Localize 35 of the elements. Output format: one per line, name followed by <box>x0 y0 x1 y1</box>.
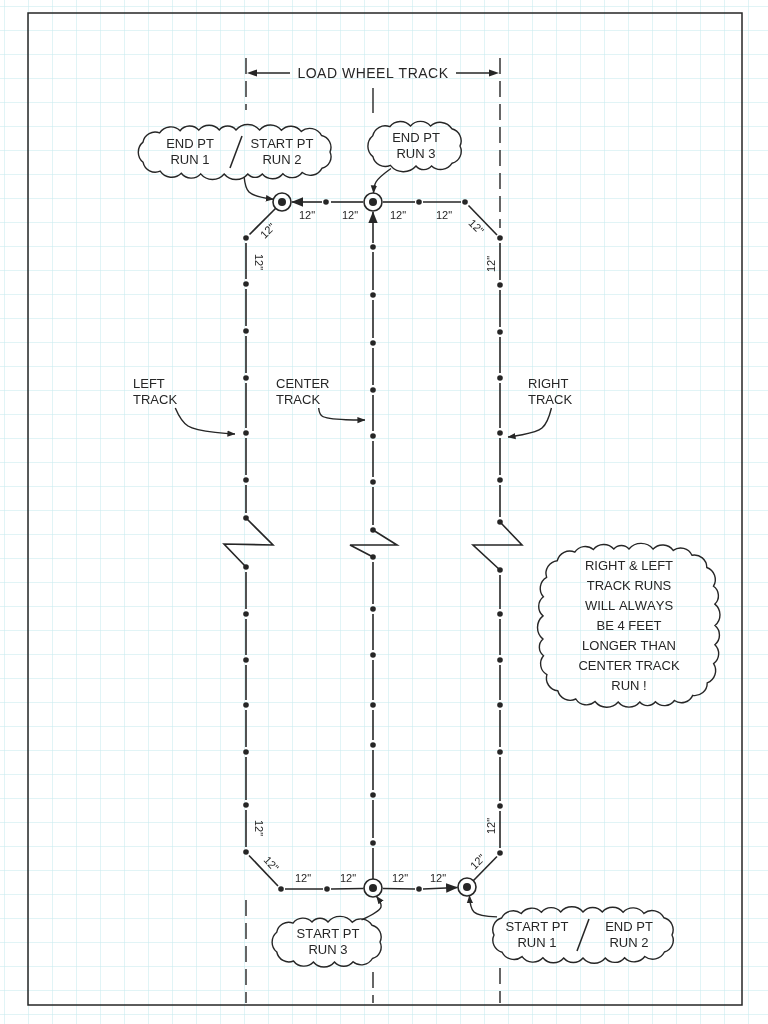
leader-arrow <box>174 407 236 437</box>
callout-text: RIGHT & LEFT TRACK RUNS WILL ALWAYS BE 4 FEET LONGER THAN CENTER TRACK RUN ! <box>577 556 681 695</box>
leader-arrow <box>507 407 553 440</box>
length-label: 12" <box>485 255 497 273</box>
leader-arrow <box>360 895 384 921</box>
length-label: 12" <box>258 221 278 241</box>
track-label: RIGHT TRACK <box>528 376 590 408</box>
callout-text: END PT RUN 3 <box>391 130 441 162</box>
length-label: 12" <box>341 209 359 221</box>
callout-text: END PT RUN 2 <box>604 919 654 951</box>
length-label: 12" <box>339 872 357 884</box>
length-label: 12" <box>261 854 281 874</box>
leader-arrow <box>370 167 392 194</box>
length-label: 12" <box>252 253 264 271</box>
callout-cloud <box>537 543 721 708</box>
dimension-label: LOAD WHEEL TRACK <box>297 66 449 80</box>
length-label: 12" <box>485 817 497 835</box>
length-label: 12" <box>391 872 409 884</box>
length-label: 12" <box>468 852 488 872</box>
length-label: 12" <box>435 209 453 221</box>
callout-text: START PT RUN 1 <box>504 919 570 951</box>
leader-arrow <box>243 176 275 202</box>
callout-text: START PT RUN 3 <box>295 926 361 958</box>
leader-arrow <box>317 407 366 424</box>
track-label: CENTER TRACK <box>276 376 348 408</box>
track-label: LEFT TRACK <box>133 376 195 408</box>
length-label: 12" <box>429 872 447 884</box>
length-label: 12" <box>466 217 486 237</box>
length-label: 12" <box>389 209 407 221</box>
length-label: 12" <box>252 819 264 837</box>
leader-arrow <box>466 895 498 918</box>
callout-text: START PT RUN 2 <box>249 136 315 168</box>
length-label: 12" <box>298 209 316 221</box>
length-label: 12" <box>294 872 312 884</box>
callout-text: END PT RUN 1 <box>165 136 215 168</box>
